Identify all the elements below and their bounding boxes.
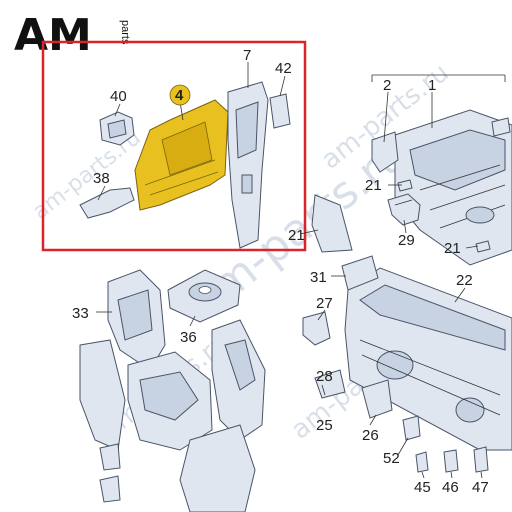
callout-27[interactable]: 27 (316, 295, 333, 312)
callout-21-b[interactable]: 21 (444, 240, 461, 257)
part-21-bracket-c[interactable] (311, 194, 353, 253)
callout-29[interactable]: 29 (398, 232, 415, 249)
highlight-box (41, 40, 307, 252)
brand-logo: AM parts (14, 10, 131, 61)
part-28-bracket[interactable] (314, 369, 346, 399)
callout-38[interactable]: 38 (93, 170, 110, 187)
part-42-clip[interactable] (269, 93, 291, 129)
callout-26[interactable]: 26 (362, 427, 379, 444)
part-27-bracket[interactable] (302, 311, 331, 346)
part-21-bolt-b[interactable] (475, 240, 491, 253)
leader-lines (96, 62, 483, 479)
callout-7[interactable]: 7 (243, 47, 251, 64)
selected-badge (169, 84, 191, 106)
part-40-bracket[interactable] (99, 111, 135, 146)
part-31-bracket[interactable] (341, 255, 379, 291)
logo-suffix: parts (119, 20, 131, 45)
part-21-bolt-a[interactable] (397, 179, 413, 192)
part-36-strut-mount[interactable] (167, 269, 241, 323)
callout-45[interactable]: 45 (414, 479, 431, 496)
part-4-selected-panel[interactable] (134, 99, 229, 211)
callout-21-a[interactable]: 21 (365, 177, 382, 194)
part-2-bracket[interactable] (371, 131, 399, 173)
part-52-clip[interactable] (402, 415, 421, 441)
callout-31[interactable]: 31 (310, 269, 327, 286)
callout-47[interactable]: 47 (472, 479, 489, 496)
callout-33[interactable]: 33 (72, 305, 89, 322)
part-7-pillar[interactable] (227, 81, 269, 249)
callout-40[interactable]: 40 (110, 88, 127, 105)
part-47-bolt[interactable] (473, 446, 489, 473)
part-rear-extension[interactable] (179, 424, 256, 512)
part-wheelhouse-left[interactable] (79, 339, 126, 451)
part-small-clip[interactable] (99, 443, 121, 503)
part-46-bolt[interactable] (443, 449, 459, 473)
part-side-member-right[interactable] (211, 319, 266, 441)
callout-2[interactable]: 2 (383, 77, 391, 94)
part-38-bracket[interactable] (79, 187, 135, 219)
part-26-bracket[interactable] (361, 379, 393, 419)
part-22-rear-panel[interactable] (344, 267, 512, 451)
callout-labels: 40 4 7 42 38 2 1 21 29 21 21 31 22 33 36… (72, 47, 489, 496)
callout-4[interactable]: 4 (175, 87, 184, 104)
callout-25[interactable]: 25 (316, 417, 333, 434)
part-45-bolt[interactable] (415, 451, 429, 473)
callout-21-c[interactable]: 21 (288, 227, 305, 244)
callout-36[interactable]: 36 (180, 329, 197, 346)
callout-42[interactable]: 42 (275, 60, 292, 77)
callout-22[interactable]: 22 (456, 272, 473, 289)
callout-28[interactable]: 28 (316, 368, 333, 385)
callout-46[interactable]: 46 (442, 479, 459, 496)
part-1-floor-panel[interactable] (394, 109, 512, 266)
part-33-inner-panel[interactable] (107, 269, 166, 371)
part-29-bracket[interactable] (387, 193, 421, 226)
callout-brace-1 (371, 74, 506, 82)
callout-52[interactable]: 52 (383, 450, 400, 467)
callout-1[interactable]: 1 (428, 77, 436, 94)
logo-letters: AM (14, 10, 92, 61)
part-2-bracket-right[interactable] (491, 117, 511, 137)
